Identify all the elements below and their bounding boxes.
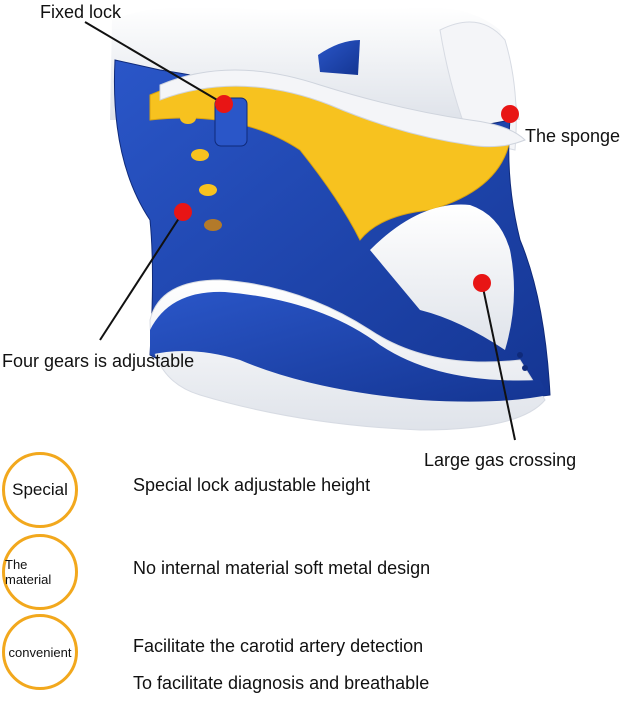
- gear-hole: [191, 149, 209, 161]
- top-blue-strip: [318, 40, 360, 75]
- gear-hole: [199, 184, 217, 196]
- feature-convenient-text-2: To facilitate diagnosis and breathable: [133, 673, 430, 693]
- upper-rim: [159, 69, 526, 148]
- blue-lower-edge: [150, 291, 548, 402]
- callout-sponge: The sponge: [525, 126, 621, 146]
- badge-special: Special: [2, 452, 78, 528]
- callout-fixed-lock: Fixed lock: [40, 2, 122, 22]
- feature-material-text: No internal material soft metal design: [133, 558, 431, 578]
- marker-fixed-lock: [215, 95, 233, 113]
- gear-hole: [180, 112, 196, 124]
- badge-convenient: convenient: [2, 614, 78, 690]
- marker-four-gears: [174, 203, 192, 221]
- gear-hole: [204, 219, 222, 231]
- callout-four-gears: Four gears is adjustable: [2, 351, 195, 371]
- leader-fixed-lock: [84, 21, 225, 105]
- leader-four-gears: [99, 211, 184, 341]
- leader-large-gas: [481, 282, 516, 441]
- callout-large-gas: Large gas crossing: [424, 450, 577, 470]
- badge-material: The material: [2, 534, 78, 610]
- feature-convenient-text-1: Facilitate the carotid artery detection: [133, 636, 424, 656]
- feature-special-text: Special lock adjustable height: [133, 475, 371, 495]
- cervical-collar-illustration: [84, 6, 551, 441]
- inner-foam: [370, 204, 514, 350]
- marker-sponge: [501, 105, 519, 123]
- side-hole: [517, 352, 523, 358]
- side-hole: [522, 365, 528, 371]
- marker-large-gas: [473, 274, 491, 292]
